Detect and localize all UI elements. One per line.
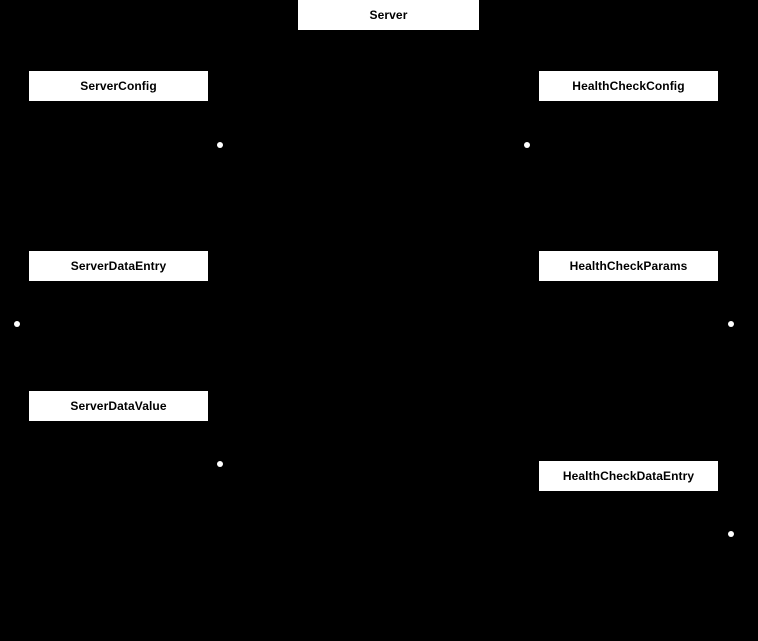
association-endpoint-marker	[217, 142, 223, 148]
class-node-label: ServerDataEntry	[70, 259, 167, 273]
class-node-label: ServerConfig	[80, 79, 157, 93]
class-node-health-check-params[interactable]: HealthCheckParams	[539, 251, 718, 281]
class-node-label: ServerDataValue	[70, 399, 167, 413]
association-endpoint-marker	[14, 321, 20, 327]
class-node-label: Server	[369, 8, 408, 22]
class-node-health-check-data-entry[interactable]: HealthCheckDataEntry	[539, 461, 718, 491]
association-endpoint-marker	[728, 321, 734, 327]
class-node-label: HealthCheckConfig	[572, 79, 685, 93]
class-node-server-data-value[interactable]: ServerDataValue	[29, 391, 208, 421]
association-endpoint-marker	[524, 142, 530, 148]
association-endpoint-marker	[728, 531, 734, 537]
association-endpoint-marker	[217, 461, 223, 467]
class-node-server-config[interactable]: ServerConfig	[29, 71, 208, 101]
class-node-server[interactable]: Server	[298, 0, 479, 30]
class-node-server-data-entry[interactable]: ServerDataEntry	[29, 251, 208, 281]
class-node-label: HealthCheckDataEntry	[562, 469, 695, 483]
class-node-label: HealthCheckParams	[569, 259, 688, 273]
class-node-health-check-config[interactable]: HealthCheckConfig	[539, 71, 718, 101]
